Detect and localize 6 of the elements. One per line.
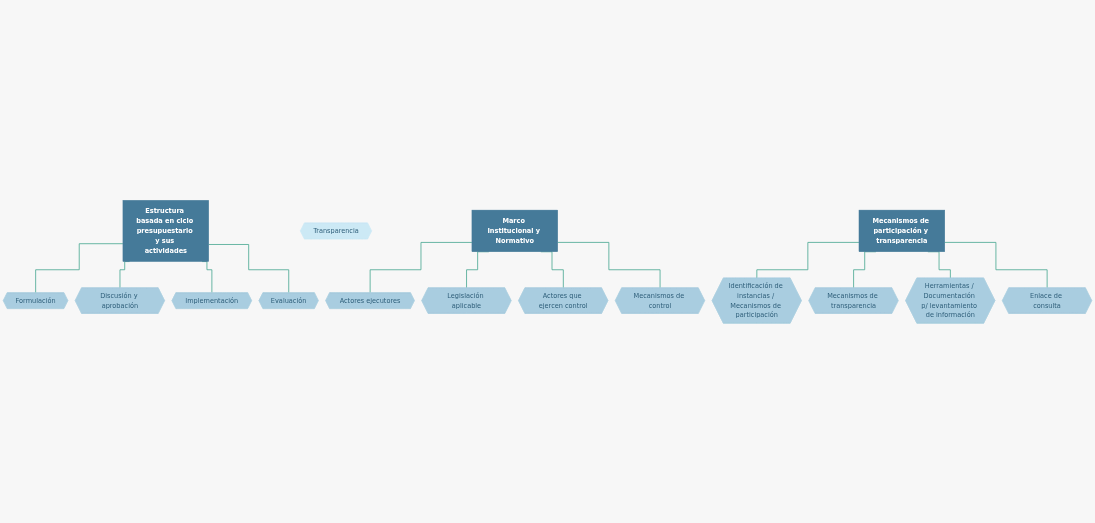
connector <box>557 241 661 289</box>
connector <box>944 241 1048 289</box>
connector <box>35 243 124 293</box>
connector <box>208 243 290 293</box>
connector <box>369 241 473 293</box>
connector <box>756 241 860 279</box>
